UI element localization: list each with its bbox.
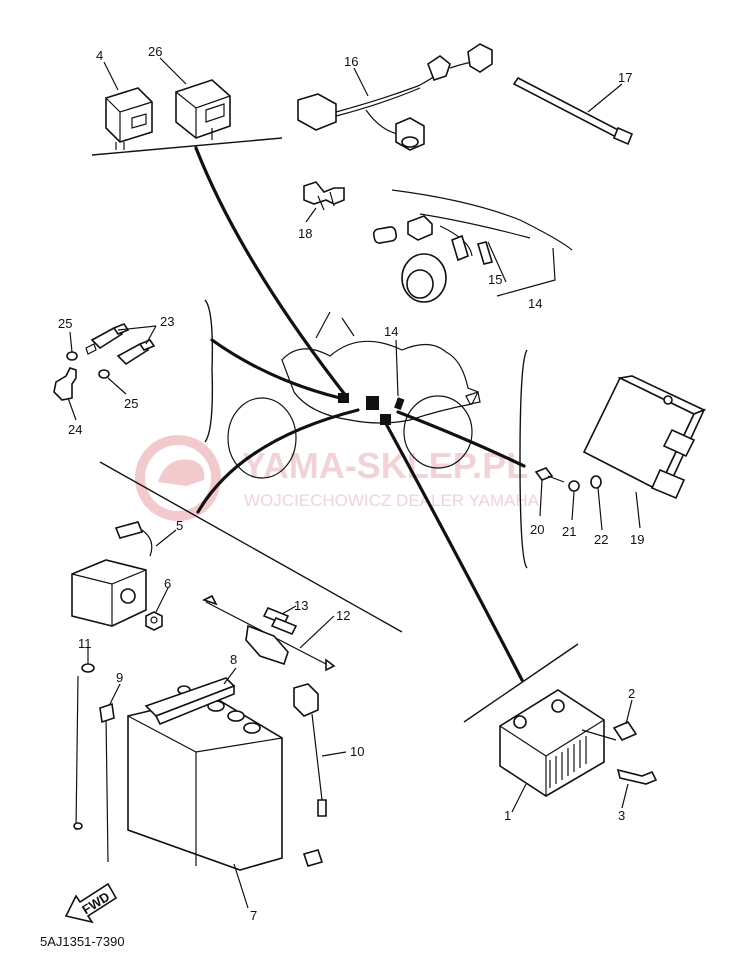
watermark-logo-icon [135, 435, 221, 521]
frame-battery-section [99, 461, 403, 633]
relay-part-4 [105, 87, 153, 150]
callout-22: 22 [594, 532, 608, 547]
lead-part-9 [99, 702, 115, 863]
ecu-part-19 [582, 375, 707, 500]
motorcycle-outline [227, 311, 481, 479]
callout-24: 24 [68, 422, 82, 437]
fuse-part-13 [262, 606, 298, 636]
callout-20: 20 [530, 522, 544, 537]
rear-wheel [403, 395, 473, 469]
callout-3: 3 [618, 808, 625, 823]
lead-part-10 [293, 683, 327, 867]
callout-10: 10 [350, 744, 364, 759]
watermark-tagline: WOJCIECHOWICZ DEALER YAMAHA [244, 491, 540, 510]
bolt-part-3 [616, 768, 658, 785]
callout-14-top: 14 [528, 296, 542, 311]
frame-body [281, 340, 479, 424]
frame-left-mid [204, 299, 214, 443]
callout-8: 8 [230, 652, 237, 667]
connector-center-b [366, 396, 379, 410]
frame-right-mid [519, 349, 528, 569]
handlebar [315, 311, 355, 339]
callout-2: 2 [628, 686, 635, 701]
callout-21: 21 [562, 524, 576, 539]
wire-harness-part-14-top [372, 189, 573, 303]
callout-6: 6 [164, 576, 171, 591]
callout-5: 5 [176, 518, 183, 533]
battery-band-part-8 [144, 677, 236, 726]
clamp-part-18 [303, 181, 345, 211]
bracket-part-24 [53, 367, 77, 401]
washer-part-21 [568, 480, 580, 492]
frame-rectifier-section [463, 643, 579, 723]
callout-12: 12 [336, 608, 350, 623]
rectifier-part-1 [499, 689, 605, 797]
callout-15: 15 [488, 272, 502, 287]
callout-25-lower: 25 [124, 396, 138, 411]
battery-part-7 [127, 685, 283, 871]
washer-part-25-upper [66, 351, 78, 361]
callout-9: 9 [116, 670, 123, 685]
washer-part-25-lower [98, 369, 110, 379]
washer-part-22 [590, 475, 602, 489]
callout-4: 4 [96, 48, 103, 63]
callout-26: 26 [148, 44, 162, 59]
section-frames [91, 137, 579, 723]
main-wires [194, 146, 526, 682]
wire-left-group [210, 338, 342, 400]
starter-relay-part-5 [71, 521, 153, 627]
drawing-code: 5AJ1351-7390 [40, 934, 125, 949]
sensor-part-23-lower [116, 339, 156, 366]
bolt-part-2 [581, 721, 638, 741]
wire-relays [194, 146, 348, 398]
callouts: 4 26 16 17 18 15 14 25 23 14 25 24 20 21… [58, 44, 644, 923]
callout-7: 7 [250, 908, 257, 923]
callout-18: 18 [298, 226, 312, 241]
sensor-part-23-upper [85, 323, 130, 355]
callout-13: 13 [294, 598, 308, 613]
connector-center-a [338, 393, 349, 403]
fuse-holder-part-12 [201, 594, 336, 672]
connector-center-c [394, 397, 405, 411]
leader-lines [67, 57, 641, 909]
frame-top-left [91, 137, 283, 156]
callout-16: 16 [344, 54, 358, 69]
nut-part-6 [145, 611, 163, 631]
callout-14-center: 14 [384, 324, 398, 339]
cable-tie-part-17 [512, 76, 634, 146]
fwd-arrow-icon: FWD [64, 882, 118, 924]
watermark-helmet-icon [158, 459, 205, 486]
wire-rectifier [382, 418, 524, 682]
callout-25-upper: 25 [58, 316, 72, 331]
bracket-14-top [496, 247, 556, 297]
tail-bracket [465, 391, 481, 405]
callout-19: 19 [630, 532, 644, 547]
watermark-brand: YAMA-SKLEP.PL [242, 445, 528, 486]
sub-harness-part-16 [297, 43, 493, 151]
lead-part-11 [73, 663, 95, 831]
callout-17: 17 [618, 70, 632, 85]
wire-battery-group [196, 408, 360, 514]
front-wheel [227, 397, 297, 479]
bolt-part-20 [534, 467, 565, 483]
relay-part-26 [175, 79, 231, 140]
watermark: YAMA-SKLEP.PL WOJCIECHOWICZ DEALER YAMAH… [135, 435, 540, 521]
connector-center-d [380, 414, 391, 425]
callout-11: 11 [78, 636, 92, 651]
callout-1: 1 [504, 808, 511, 823]
callout-23: 23 [160, 314, 174, 329]
